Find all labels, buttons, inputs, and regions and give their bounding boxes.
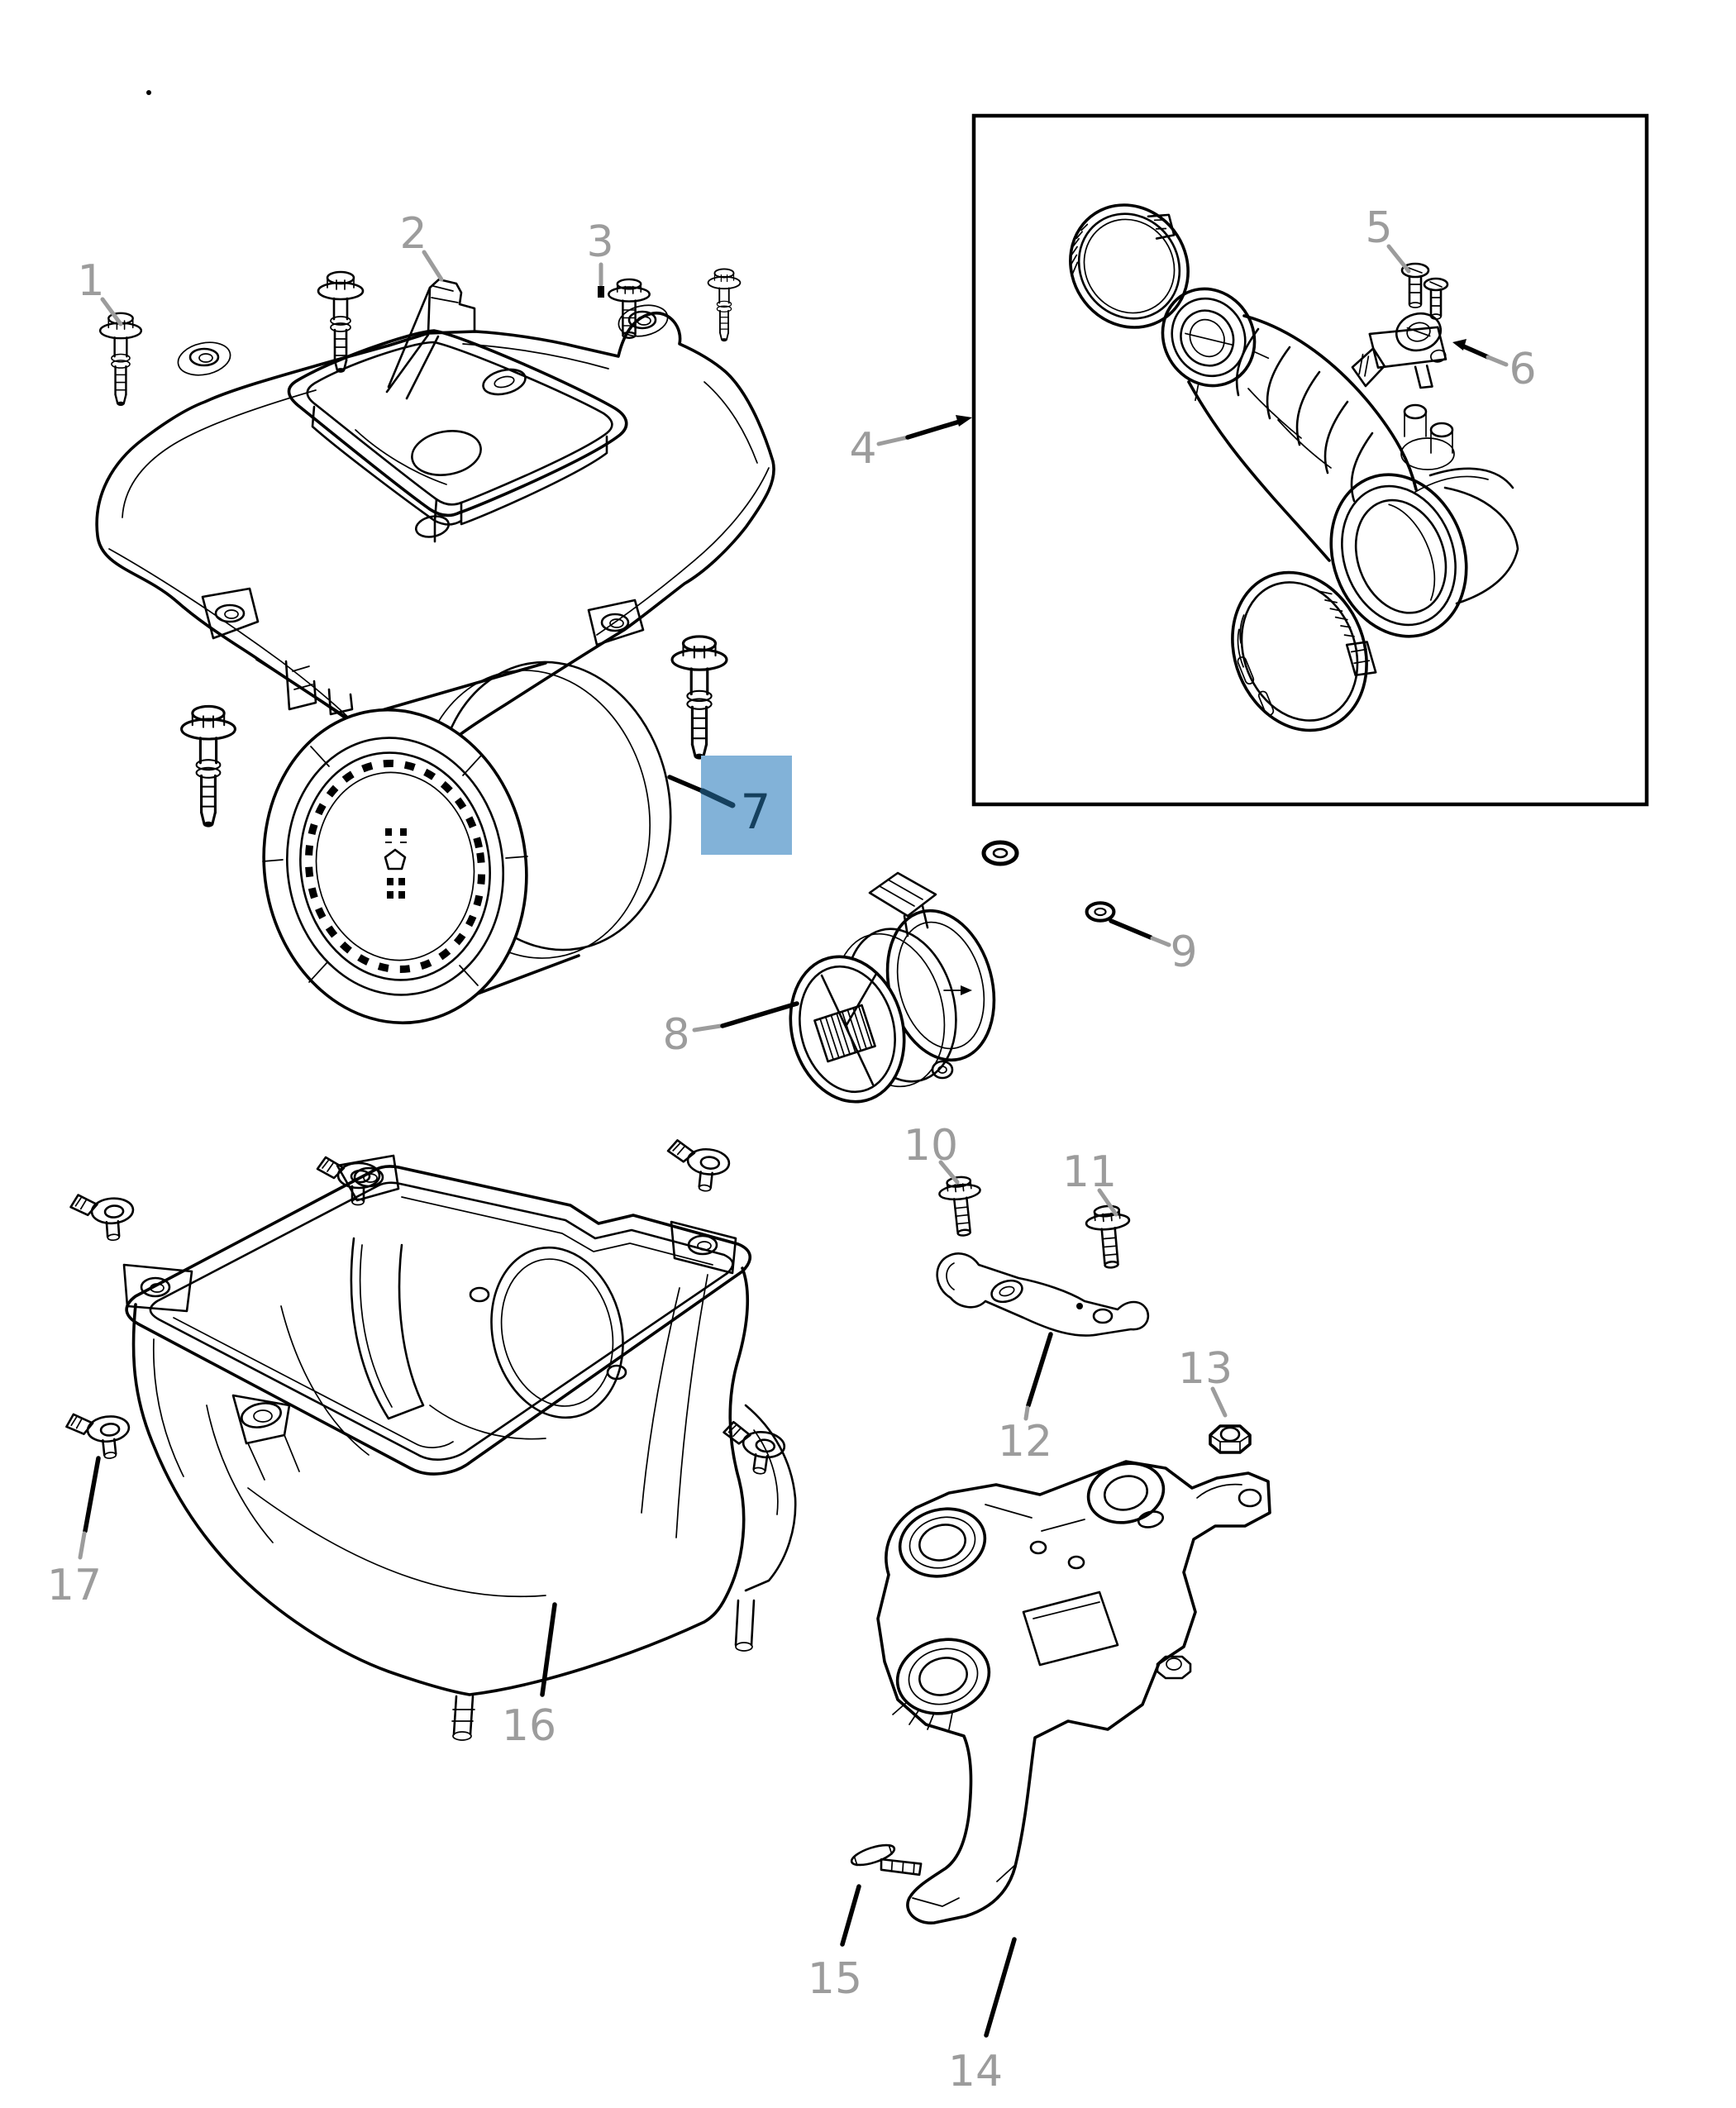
mounting-bolt-bottom-right — [670, 635, 728, 761]
callout-1-label: 1 — [77, 256, 104, 306]
grommet-9 — [1087, 903, 1114, 921]
air-temp-sensor — [1351, 312, 1447, 389]
stray-mark — [146, 90, 151, 95]
sensor-boss — [1400, 403, 1455, 470]
callout-2-label: 2 — [399, 209, 427, 259]
callout-12[interactable]: 12 — [998, 1332, 1053, 1467]
callout-15[interactable]: 15 — [808, 1884, 862, 2004]
leader-4-arrowhead — [956, 415, 972, 427]
leader-1 — [100, 297, 123, 327]
leader-12-gray — [1023, 1405, 1030, 1421]
leader-13 — [1210, 1386, 1228, 1418]
callout-9-label: 9 — [1170, 928, 1197, 977]
leader-9-gray — [1150, 936, 1171, 947]
highlight-box — [701, 756, 792, 855]
shoulder-bolt-1 — [98, 312, 143, 407]
callout-6[interactable]: 6 — [1452, 339, 1537, 394]
air-filter-element — [262, 661, 672, 1025]
leader-12-black — [1026, 1332, 1053, 1408]
callout-5-label: 5 — [1365, 203, 1392, 253]
leader-8-black — [720, 1001, 799, 1028]
callout-1[interactable]: 1 — [77, 256, 123, 327]
leader-17-black — [83, 1456, 101, 1533]
bolt-11 — [1084, 1203, 1135, 1271]
body-clip-left — [69, 1190, 136, 1244]
nut-13 — [1209, 1424, 1252, 1454]
leader-17-gray — [78, 1531, 87, 1560]
leader-9-black — [1109, 918, 1153, 940]
mounting-bolt-right-b — [707, 268, 742, 342]
leader-11 — [1097, 1188, 1118, 1217]
leader-5 — [1386, 244, 1411, 274]
leader-8-gray — [692, 1023, 723, 1033]
leader-6-gray — [1486, 355, 1509, 367]
inset-box-border — [971, 113, 1649, 807]
push-clip-15 — [850, 1843, 923, 1877]
callout-7-label: 7 — [741, 784, 771, 840]
callout-13[interactable]: 13 — [1178, 1344, 1233, 1418]
callout-3[interactable]: 3 — [586, 217, 614, 298]
callout-6-label: 6 — [1509, 345, 1536, 394]
callout-12-label: 12 — [998, 1417, 1052, 1467]
callout-17[interactable]: 17 — [47, 1456, 102, 1610]
callout-5[interactable]: 5 — [1365, 203, 1411, 274]
leader-16 — [540, 1602, 557, 1697]
body-clip-top-right — [663, 1138, 732, 1195]
leader-6-black — [1457, 342, 1490, 360]
air-cleaner-body — [122, 1154, 797, 1741]
maf-sensor — [789, 871, 996, 1104]
callout-8[interactable]: 8 — [662, 1001, 799, 1060]
leader-7-navy — [699, 788, 736, 808]
callout-4[interactable]: 4 — [849, 415, 972, 474]
leader-2 — [422, 250, 444, 282]
inset-box — [971, 113, 1649, 807]
body-clip-right — [718, 1419, 789, 1478]
callout-3-label: 3 — [586, 217, 613, 267]
filter-print-ring — [304, 759, 486, 974]
support-bracket-12 — [936, 1252, 1150, 1337]
callout-9[interactable]: 9 — [1109, 918, 1198, 977]
callout-10-label: 10 — [904, 1121, 958, 1171]
callout-11-label: 11 — [1062, 1147, 1117, 1197]
callout-4-label: 4 — [849, 424, 876, 474]
air-cleaner-cover — [95, 278, 775, 795]
grommet-upper — [984, 842, 1017, 864]
callout-2[interactable]: 2 — [399, 209, 444, 282]
hose-clamp-lower — [1231, 570, 1377, 732]
callout-14[interactable]: 14 — [948, 1937, 1017, 2096]
callout-17-label: 17 — [47, 1561, 102, 1610]
callout-11[interactable]: 11 — [1062, 1147, 1118, 1217]
leader-10 — [938, 1160, 960, 1185]
bolt-10 — [937, 1174, 986, 1239]
mounting-bolt-bottom-left — [180, 704, 236, 828]
mounting-bolt-top — [317, 270, 365, 374]
cover-bracket-tab — [385, 278, 476, 400]
leader-15 — [840, 1884, 861, 1947]
callout-14-label: 14 — [948, 2047, 1003, 2096]
callout-7[interactable]: 7 — [667, 756, 792, 855]
leader-4-black — [905, 418, 965, 440]
air-intake-duct — [1161, 287, 1519, 638]
leader-7-black — [667, 775, 705, 794]
leader-4-gray — [876, 435, 910, 446]
callout-15-label: 15 — [808, 1954, 862, 2004]
callout-16-label: 16 — [502, 1701, 556, 1751]
sensor-screws — [1400, 262, 1449, 320]
callouts: 1 2 3 4 5 6 — [47, 203, 1537, 2096]
callout-13-label: 13 — [1178, 1344, 1233, 1394]
support-bracket-14 — [876, 1460, 1271, 1924]
leader-14 — [984, 1937, 1017, 2038]
callout-8-label: 8 — [662, 1010, 689, 1060]
clip-17 — [64, 1407, 133, 1464]
callout-16[interactable]: 16 — [502, 1602, 557, 1751]
callout-10[interactable]: 10 — [904, 1121, 960, 1185]
